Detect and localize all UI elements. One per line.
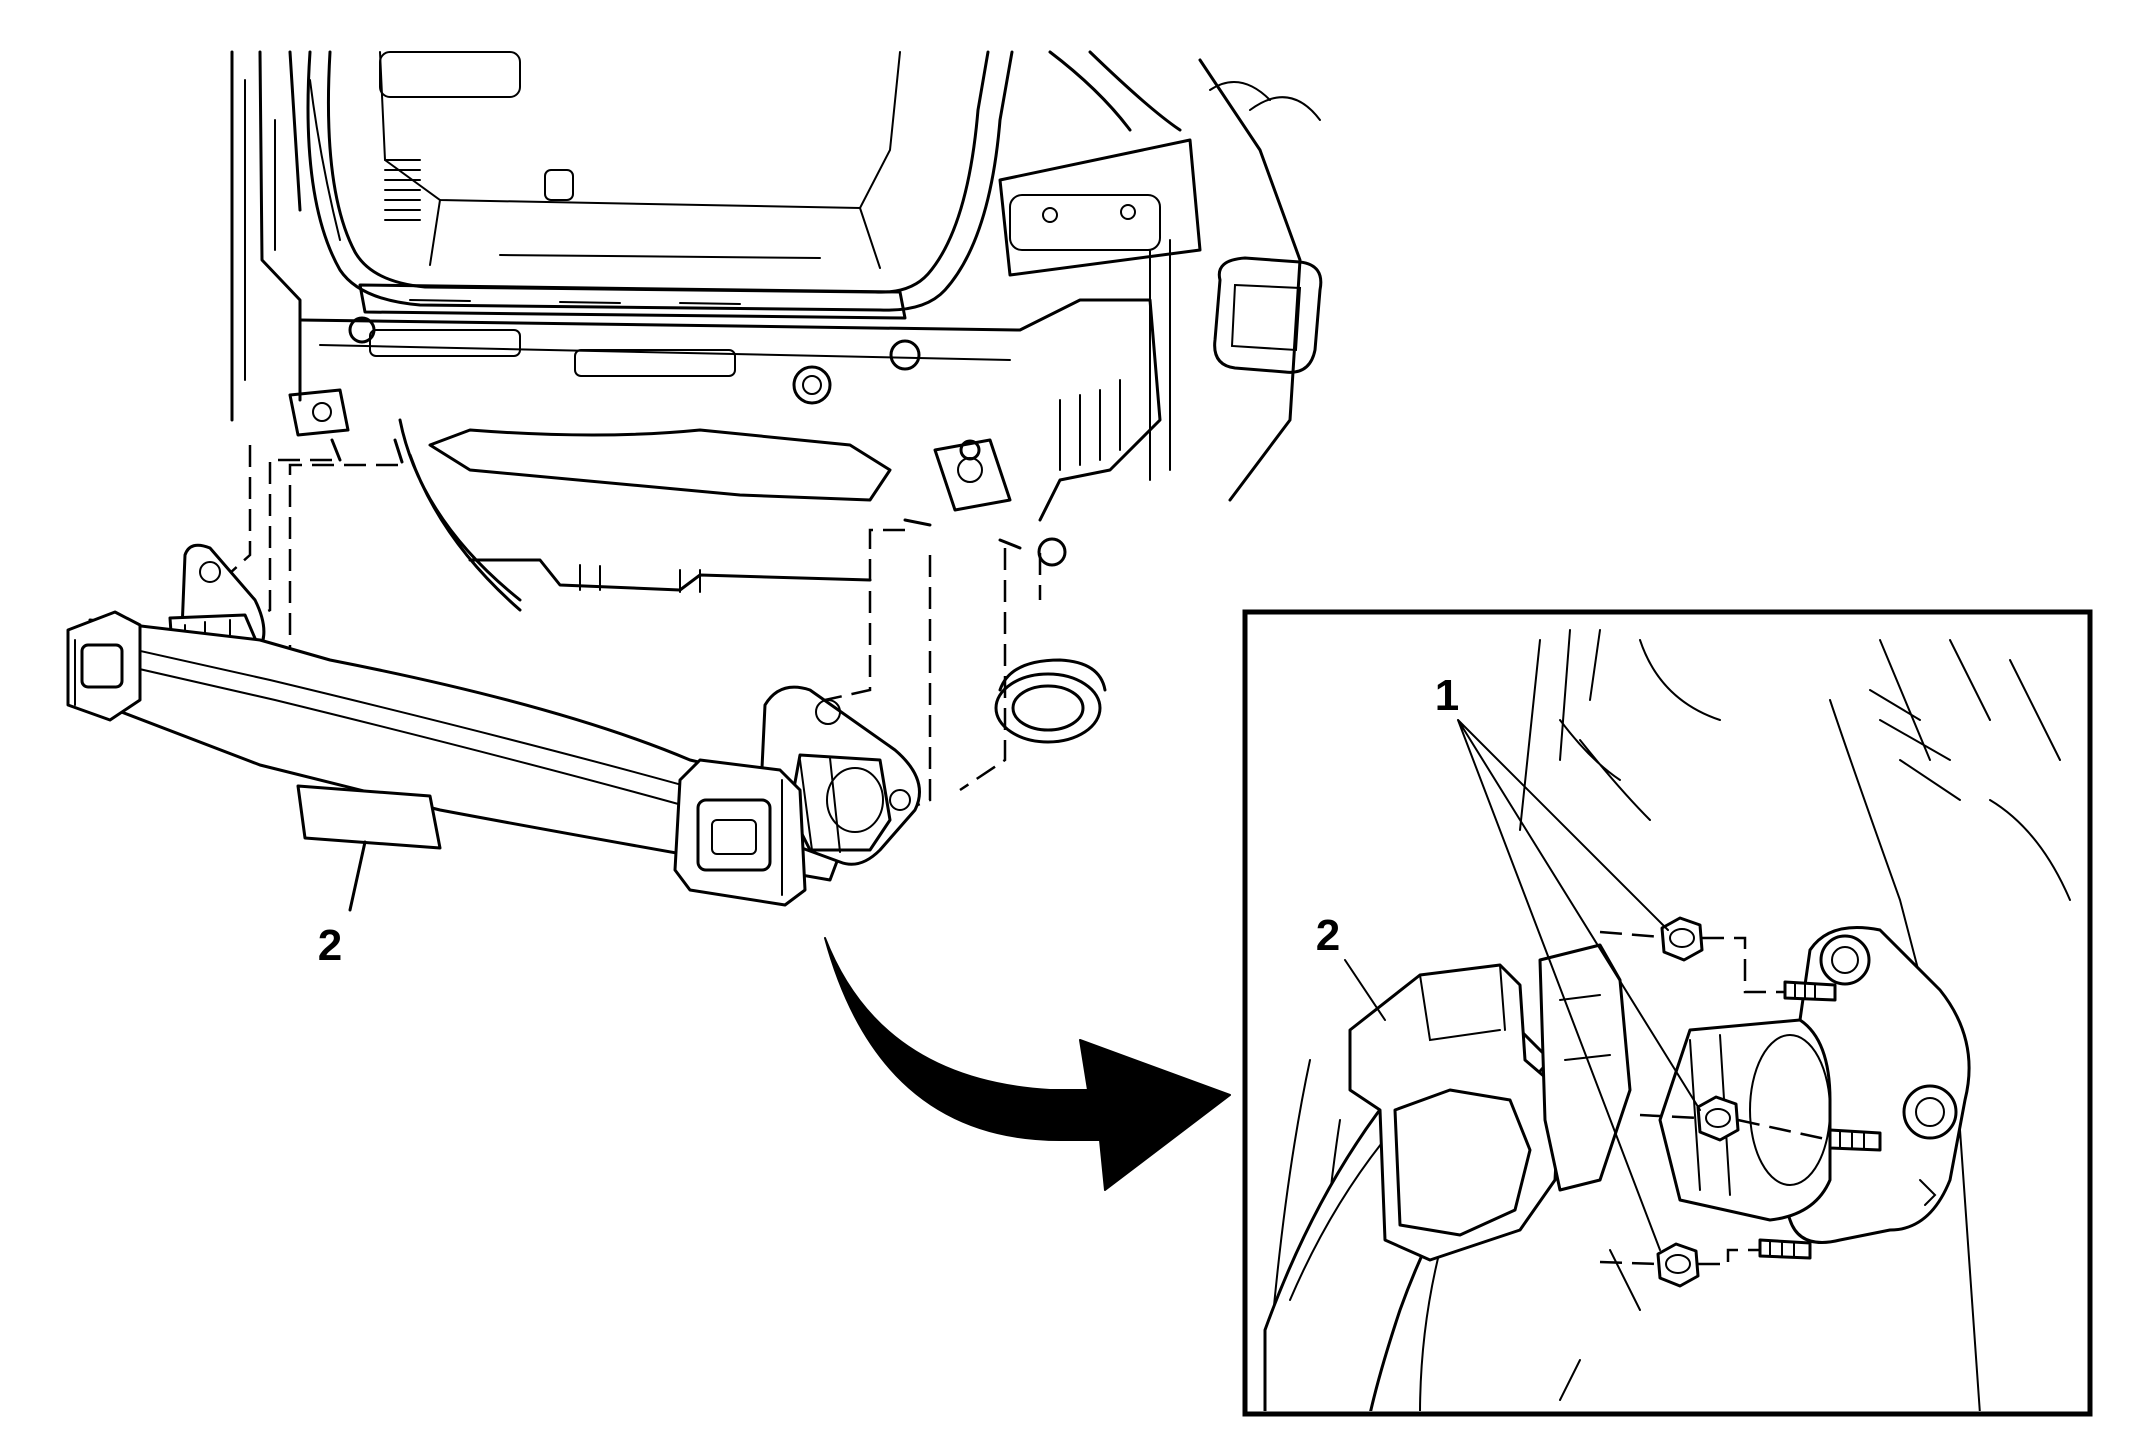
callout-2-inset: 2	[1316, 911, 1386, 1021]
vehicle-rear-body	[230, 50, 1323, 522]
nut-icon	[1660, 916, 1704, 962]
underbody-and-exhaust	[398, 418, 1107, 744]
callout-label-1: 1	[1435, 671, 1459, 720]
curved-arrow-icon	[824, 937, 1231, 1191]
body-mounting-studs	[288, 388, 1067, 567]
callout-2-main: 2	[318, 921, 342, 970]
callout-label-2-inset: 2	[1316, 911, 1340, 960]
callout-label-2-main: 2	[318, 921, 342, 970]
bumper-impact-bar	[66, 543, 921, 912]
nut-icon	[1656, 1242, 1700, 1288]
nut-icon	[1696, 1095, 1740, 1142]
detail-inset	[1242, 609, 2093, 1417]
callout-1-leaders: 1	[1435, 671, 1701, 1251]
